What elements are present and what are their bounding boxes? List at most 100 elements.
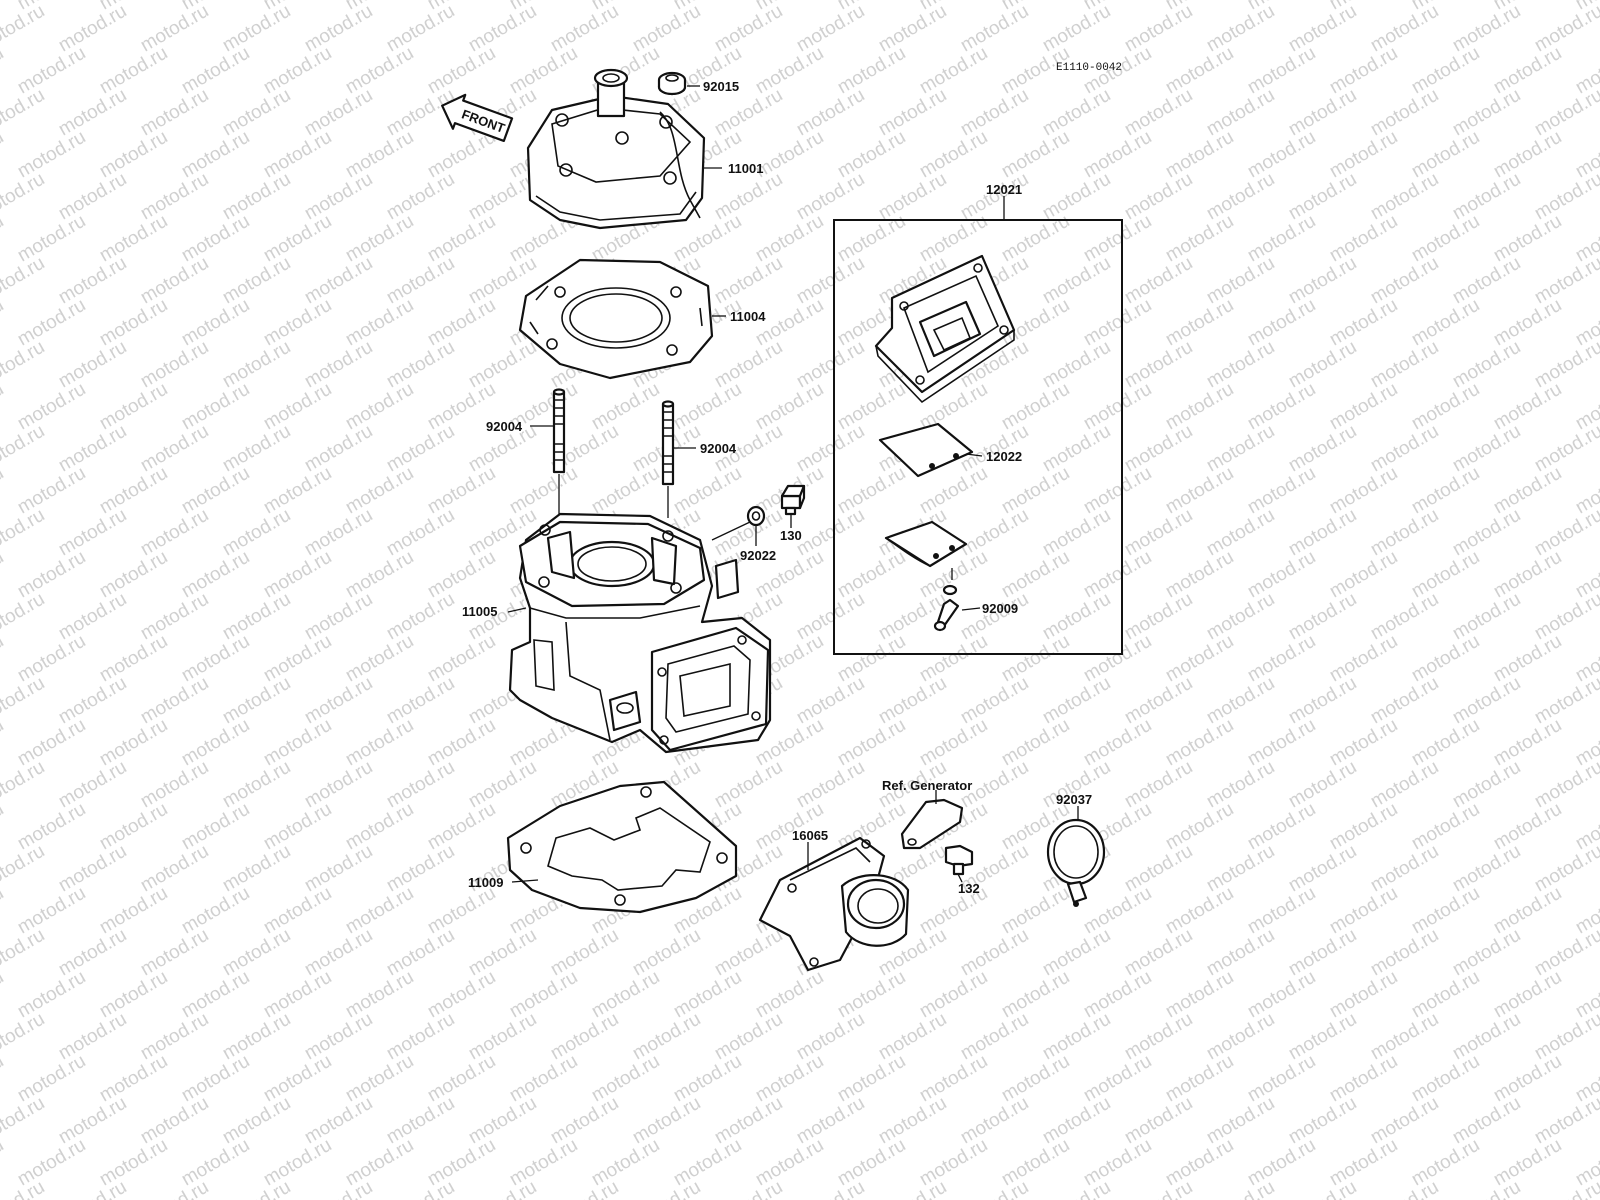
watermark-text: motod.ru [1121,1093,1196,1149]
watermark-text: motod.ru [875,1177,950,1200]
watermark-text: motod.ru [1531,673,1600,729]
reed-block[interactable] [874,254,1016,404]
watermark-text: motod.ru [1244,379,1319,435]
label-11005: 11005 [462,604,497,619]
stud-left[interactable] [552,388,566,474]
watermark-text: motod.ru [0,547,7,603]
watermark-text: motod.ru [1408,211,1483,267]
watermark-text: motod.ru [1367,1177,1442,1200]
head-gasket[interactable] [518,258,714,380]
watermark-text: motod.ru [1531,337,1600,393]
watermark-text: motod.ru [834,379,909,435]
watermark-text: motod.ru [0,967,7,1023]
watermark-text: motod.ru [1531,1177,1600,1200]
watermark-text: motod.ru [957,673,1032,729]
watermark-text: motod.ru [1285,1,1360,57]
watermark-text: motod.ru [1080,631,1155,687]
watermark-text: motod.ru [1408,967,1483,1023]
hose-clamp[interactable] [1046,818,1106,907]
watermark-text: motod.ru [137,169,212,225]
watermark-text: motod.ru [1080,1051,1155,1107]
stud-right[interactable] [661,400,675,486]
watermark-text: motod.ru [1080,463,1155,519]
watermark-text: motod.ru [1121,841,1196,897]
base-gasket[interactable] [506,780,738,914]
watermark-text: motod.ru [1285,421,1360,477]
watermark-text: motod.ru [1203,337,1278,393]
watermark-text: motod.ru [465,1177,540,1200]
watermark-text: motod.ru [96,715,171,771]
watermark-text: motod.ru [1039,85,1114,141]
watermark-text: motod.ru [219,421,294,477]
watermark-text: motod.ru [178,799,253,855]
reed-stopper-plate[interactable] [884,520,968,568]
watermark-text: motod.ru [1285,925,1360,981]
watermark-text: motod.ru [1367,925,1442,981]
watermark-text: motod.ru [14,127,89,183]
watermark-text: motod.ru [957,925,1032,981]
watermark-text: motod.ru [1490,967,1565,1023]
watermark-text: motod.ru [834,43,909,99]
watermark-text: motod.ru [14,715,89,771]
cylinder[interactable] [508,512,772,754]
watermark-text: motod.ru [1531,505,1600,561]
intake-manifold[interactable] [758,836,910,972]
watermark-text: motod.ru [834,1051,909,1107]
watermark-text: motod.ru [1531,757,1600,813]
watermark-text: motod.ru [1121,757,1196,813]
watermark-text: motod.ru [1326,547,1401,603]
manifold-bolt[interactable] [944,844,974,876]
washer[interactable] [746,505,766,527]
watermark-text: motod.ru [1449,1,1524,57]
watermark-text: motod.ru [1039,925,1114,981]
watermark-text: motod.ru [137,337,212,393]
watermark-text: motod.ru [1162,43,1237,99]
label-11001: 11001 [728,161,763,176]
watermark-text: motod.ru [1367,1093,1442,1149]
watermark-text: motod.ru [0,883,7,939]
watermark-text: motod.ru [711,925,786,981]
watermark-text: motod.ru [1121,673,1196,729]
watermark-text: motod.ru [1162,715,1237,771]
watermark-text: motod.ru [137,1177,212,1200]
watermark-text: motod.ru [916,631,991,687]
reed-screw[interactable] [933,584,960,632]
watermark-text: motod.ru [1121,505,1196,561]
watermark-text: motod.ru [55,841,130,897]
watermark-text: motod.ru [14,883,89,939]
watermark-text: motod.ru [711,1093,786,1149]
bleed-bolt[interactable] [780,484,806,516]
cylinder-head-nut[interactable] [657,71,687,96]
generator-bracket[interactable] [900,798,964,850]
watermark-text: motod.ru [96,211,171,267]
reed-petal[interactable] [878,422,974,478]
watermark-text: motod.ru [178,463,253,519]
watermark-text: motod.ru [1162,547,1237,603]
watermark-text: motod.ru [14,631,89,687]
cylinder-head[interactable] [526,68,706,230]
watermark-text: motod.ru [0,379,7,435]
watermark-text: motod.ru [1285,337,1360,393]
watermark-text: motod.ru [1449,85,1524,141]
watermark-text: motod.ru [506,967,581,1023]
watermark-text: motod.ru [0,127,7,183]
watermark-text: motod.ru [1244,1051,1319,1107]
watermark-text: motod.ru [219,673,294,729]
watermark-text: motod.ru [424,463,499,519]
watermark-text: motod.ru [465,1009,540,1065]
watermark-text: motod.ru [670,967,745,1023]
watermark-text: motod.ru [301,337,376,393]
watermark-text: motod.ru [1039,1093,1114,1149]
watermark-text: motod.ru [137,841,212,897]
watermark-text: motod.ru [957,589,1032,645]
watermark-text: motod.ru [1203,589,1278,645]
watermark-text: motod.ru [1285,253,1360,309]
watermark-text: motod.ru [1490,43,1565,99]
watermark-text: motod.ru [1244,799,1319,855]
watermark-text: motod.ru [998,631,1073,687]
watermark-text: motod.ru [1531,841,1600,897]
watermark-text: motod.ru [342,883,417,939]
watermark-text: motod.ru [752,799,827,855]
watermark-text: motod.ru [588,463,663,519]
watermark-text: motod.ru [219,337,294,393]
